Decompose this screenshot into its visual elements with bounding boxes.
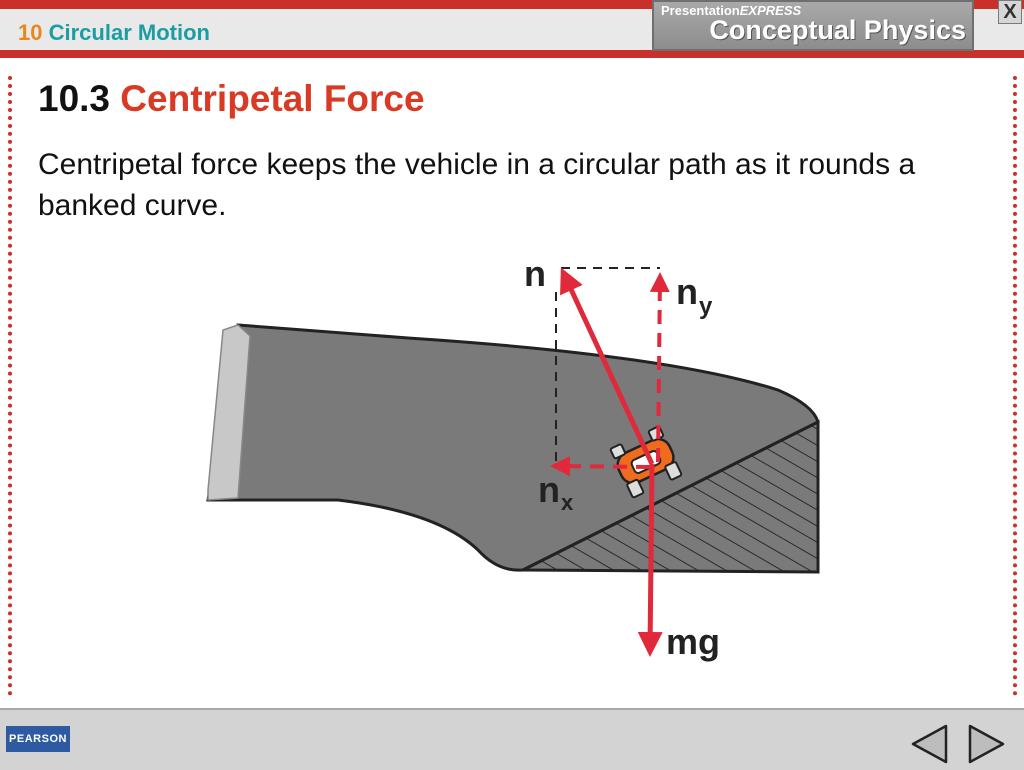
slide-title: 10.3 Centripetal Force [38, 78, 425, 120]
header-red-stripe [0, 50, 1024, 58]
next-arrow-icon [968, 724, 1005, 764]
chapter-title: Circular Motion [48, 20, 210, 45]
close-button[interactable]: X [998, 0, 1022, 24]
section-title: Centripetal Force [120, 78, 425, 119]
brand-subtitle: PresentationEXPRESS [661, 3, 802, 18]
nx-arrow [550, 456, 651, 477]
previous-arrow-icon [911, 724, 948, 764]
road-embankment [522, 419, 820, 574]
top-red-stripe [0, 0, 1024, 9]
ny-arrow [649, 272, 670, 463]
banked-curve-diagram: n ny nx mg [206, 253, 820, 662]
label-n: n [524, 253, 546, 294]
section-number: 10.3 [38, 78, 111, 119]
road-surface [206, 323, 820, 572]
pearson-logo: PEARSON [6, 726, 70, 752]
chapter-heading: 10 Circular Motion [18, 20, 210, 46]
n-arrow [560, 267, 655, 466]
top-bar: 10 Circular Motion PresentationEXPRESS C… [0, 0, 1024, 58]
label-nx: nx [538, 469, 574, 515]
slide-body-text: Centripetal force keeps the vehicle in a… [38, 148, 916, 222]
next-slide-button[interactable] [966, 724, 1006, 764]
previous-slide-button[interactable] [910, 724, 950, 764]
brand-logo: PresentationEXPRESS Conceptual Physics [652, 0, 974, 51]
right-dotted-border [1013, 76, 1021, 696]
label-ny: ny [676, 271, 713, 320]
road-edge-highlight [207, 324, 251, 501]
chapter-number: 10 [18, 20, 43, 45]
left-dotted-border [8, 76, 16, 696]
brand-title: Conceptual Physics [709, 15, 966, 45]
footer-bar: PEARSON [0, 708, 1024, 770]
label-mg: mg [666, 621, 720, 662]
mg-arrow [637, 463, 663, 657]
